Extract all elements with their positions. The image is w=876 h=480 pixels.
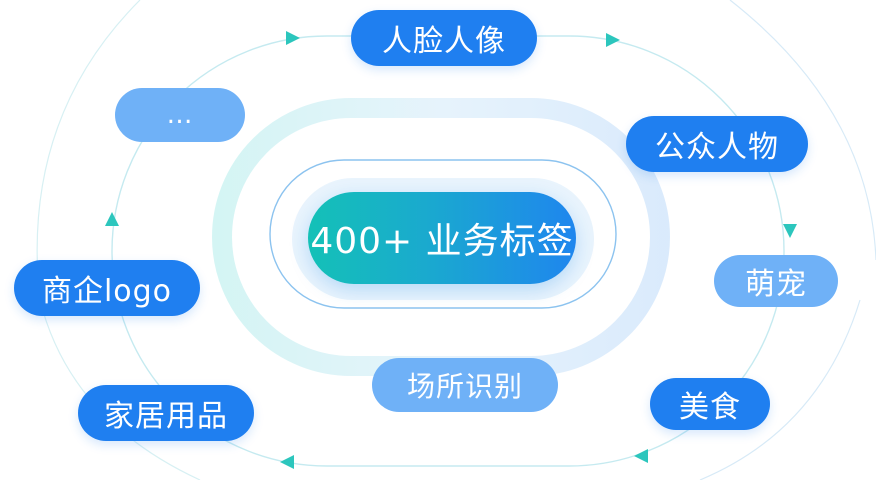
arrow-bottom-right	[634, 449, 648, 463]
arrow-right	[783, 224, 797, 238]
tag-public-figure-label: 公众人物	[655, 130, 779, 165]
arrow-top-right	[606, 33, 620, 47]
tag-food: 美食	[650, 378, 770, 430]
tag-place: 场所识别	[372, 358, 558, 412]
tag-place-label: 场所识别	[406, 370, 523, 403]
tag-pet-label: 萌宠	[745, 267, 807, 302]
tag-home: 家居用品	[78, 385, 254, 441]
tag-public-figure: 公众人物	[626, 116, 808, 172]
tag-face-label: 人脸人像	[382, 24, 506, 59]
center-label: 400+ 业务标签	[310, 221, 574, 262]
tag-more-label: …	[166, 100, 194, 130]
arrow-bottom-left	[280, 455, 294, 469]
tag-pet: 萌宠	[714, 255, 838, 307]
tag-face: 人脸人像	[351, 10, 537, 66]
tag-logo: 商企logo	[14, 260, 200, 316]
arrow-top-left	[286, 31, 300, 45]
tag-home-label: 家居用品	[104, 399, 228, 434]
tag-logo-label: 商企logo	[41, 274, 173, 309]
arrow-left	[105, 212, 119, 226]
tag-food-label: 美食	[679, 390, 741, 425]
center-label-pill: 400+ 业务标签	[308, 192, 576, 284]
tag-more: …	[115, 88, 245, 142]
